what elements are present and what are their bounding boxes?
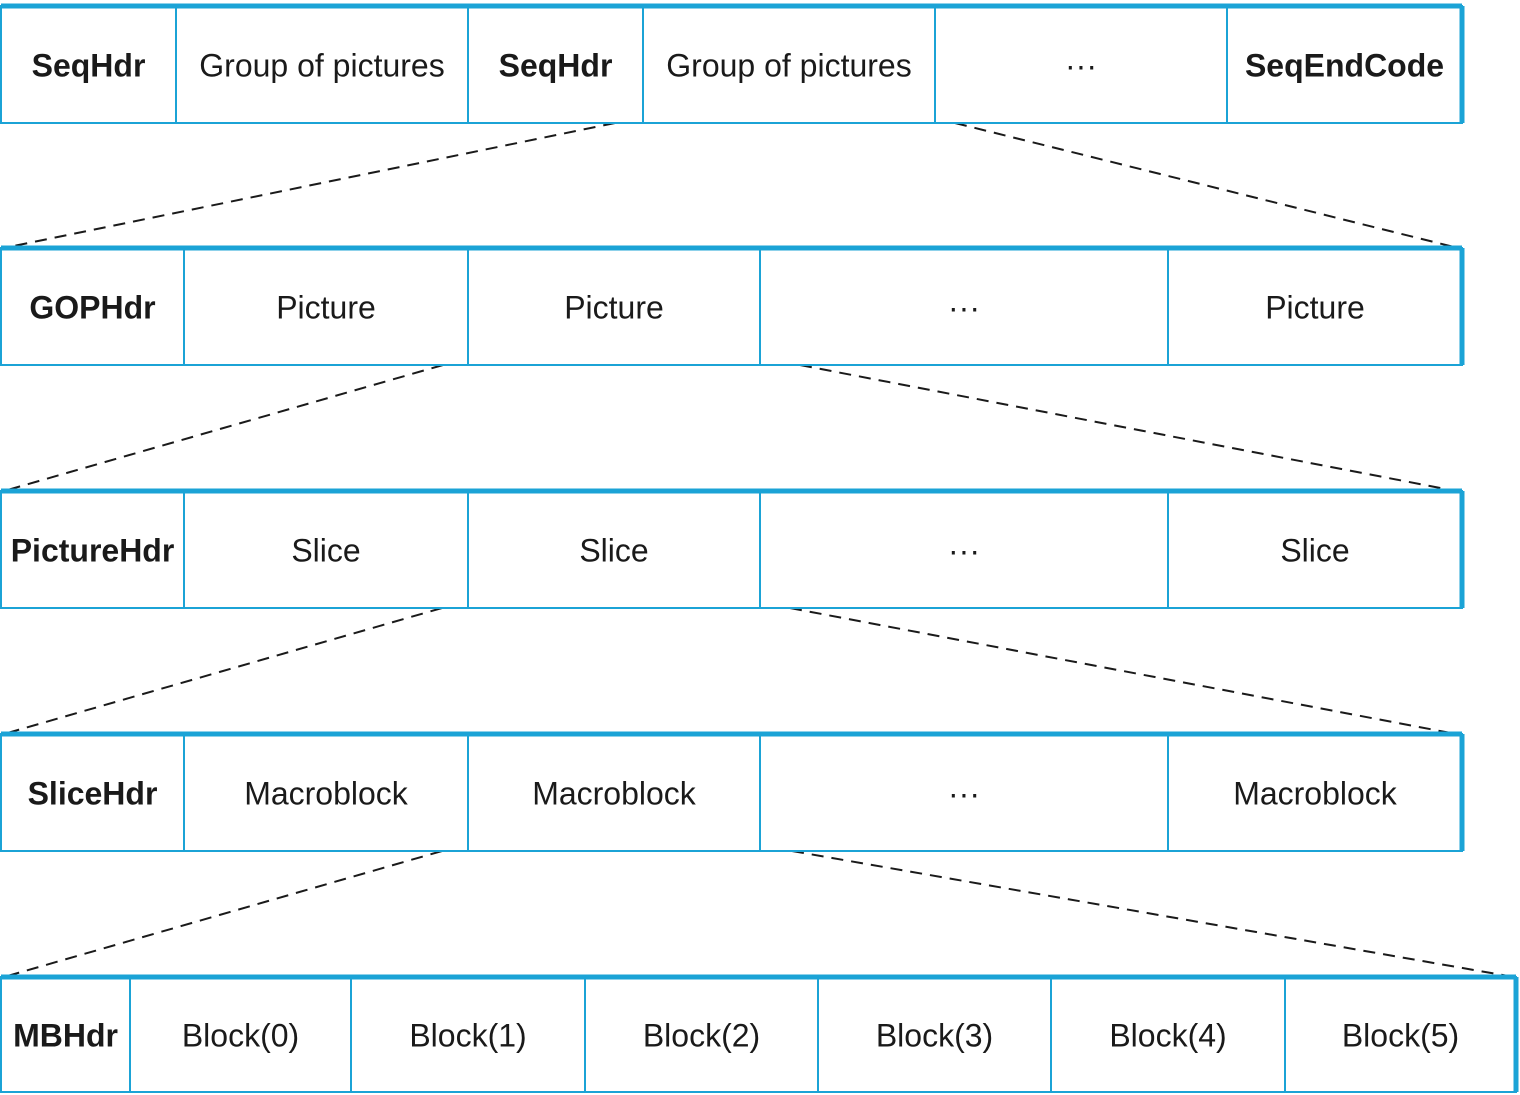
cell-label: Picture xyxy=(564,290,664,326)
header-cell-label: SliceHdr xyxy=(28,776,158,812)
cell-label: ··· xyxy=(948,533,980,569)
sequence-layer-row: SeqHdr Group of pictures SeqHdr Group of pi… xyxy=(0,3,1465,124)
cell-label: Macroblock xyxy=(532,776,697,812)
zoom-connector-line xyxy=(3,850,443,978)
gop-layer-row: GOPHdr Picture Picture ··· Picture xyxy=(0,245,1465,366)
cell-label: Slice xyxy=(291,533,360,569)
cell-label: Group of pictures xyxy=(666,48,911,84)
cell-label: Block(4) xyxy=(1109,1018,1226,1054)
zoom-connector-line xyxy=(954,122,1459,249)
cell-label: Group of pictures xyxy=(199,48,444,84)
header-cell-label: SeqHdr xyxy=(32,48,146,84)
zoom-connector-line xyxy=(791,850,1515,978)
cell-label: ··· xyxy=(1065,48,1097,84)
slice-row-frame xyxy=(0,733,1463,852)
zoom-connector-line xyxy=(789,607,1457,735)
header-cell-label: SeqHdr xyxy=(499,48,613,84)
cell-label: Block(3) xyxy=(876,1018,993,1054)
cell-label: Slice xyxy=(579,533,648,569)
cell-label: Picture xyxy=(1265,290,1365,326)
header-cell-label: PictureHdr xyxy=(11,533,175,569)
cell-label: Picture xyxy=(276,290,376,326)
header-cell-label: GOPHdr xyxy=(29,290,155,326)
cell-label: Macroblock xyxy=(244,776,409,812)
cell-label: Block(1) xyxy=(409,1018,526,1054)
cell-label: ··· xyxy=(948,776,980,812)
zoom-connector-line xyxy=(799,364,1457,492)
gop-row-frame xyxy=(0,247,1463,366)
header-cell-label: SeqEndCode xyxy=(1245,48,1444,84)
macroblock-layer-row: MBHdr Block(0) Block(1) Block(2) Block(3) Blo… xyxy=(0,974,1519,1093)
cell-label: Block(2) xyxy=(643,1018,760,1054)
sequence-row-frame xyxy=(0,5,1463,124)
cell-label: Macroblock xyxy=(1233,776,1398,812)
picture-row-frame xyxy=(0,490,1463,609)
zoom-connector-line xyxy=(3,364,444,492)
cell-label: Slice xyxy=(1280,533,1349,569)
zoom-connector-line xyxy=(3,607,443,735)
slice-layer-row: SliceHdr Macroblock Macroblock ··· Macrobloc… xyxy=(0,731,1465,852)
zoom-connector-line xyxy=(3,122,616,249)
cell-label: Block(0) xyxy=(182,1018,299,1054)
header-cell-label: MBHdr xyxy=(13,1018,118,1054)
zoom-connectors xyxy=(3,122,1515,978)
macroblock-row-frame xyxy=(0,976,1517,1093)
cell-label: ··· xyxy=(948,290,980,326)
picture-layer-row: PictureHdr Slice Slice ··· Slice xyxy=(0,488,1465,609)
cell-label: Block(5) xyxy=(1342,1018,1459,1054)
